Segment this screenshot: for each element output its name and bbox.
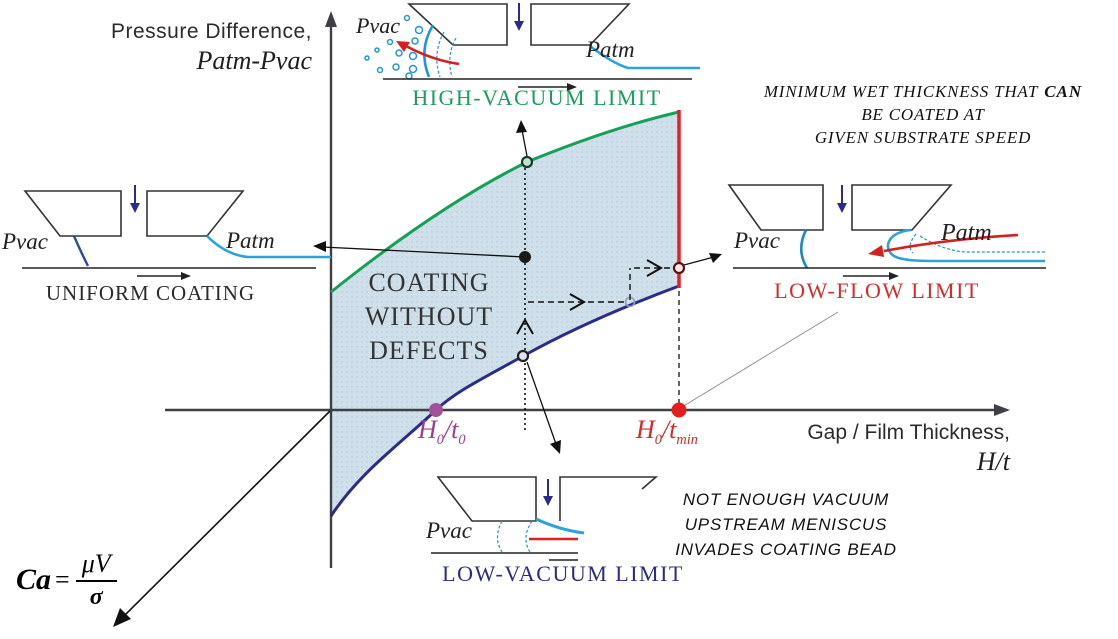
feed-arrow — [543, 496, 553, 506]
right-chevron-arrow-2 — [646, 259, 664, 277]
low-vacuum-limit-label: LOW-VACUUM LIMIT — [442, 561, 684, 586]
backflow-arrow — [883, 233, 1019, 253]
low-vacuum-point — [516, 349, 530, 363]
ca-axis — [113, 410, 331, 627]
die-left — [406, 3, 508, 46]
die-left — [23, 190, 122, 237]
operating-point-dot — [519, 251, 531, 263]
t0-dot — [429, 403, 443, 417]
streamline-dashed — [919, 235, 1045, 253]
patm-label-top: Patm — [586, 37, 635, 62]
feed-arrow — [130, 203, 140, 213]
y-axis-label: Pressure Difference, — [110, 20, 312, 43]
to-low-flow-line — [683, 256, 715, 266]
pvac-label-right: Pvac — [734, 228, 780, 253]
patm-label-left: Patm — [226, 228, 275, 253]
upstream-meniscus — [423, 24, 435, 78]
die-left — [727, 184, 824, 231]
low-flow-limit-label: LOW-FLOW LIMIT — [774, 278, 980, 303]
feed-arrow — [514, 21, 524, 31]
x-axis-label: Gap / Film Thickness, — [807, 421, 1010, 444]
high-vacuum-point — [520, 155, 534, 169]
axes — [165, 11, 1010, 568]
die-right — [530, 3, 631, 46]
upstream-meniscus — [72, 235, 90, 267]
pvac-label-left: Pvac — [2, 229, 48, 254]
right-chevron-arrow-1 — [569, 293, 587, 311]
coating-without-defects-label: COATING WITHOUT DEFECTS — [364, 268, 494, 365]
tmin-pointer-line — [681, 311, 839, 408]
not-enough-vacuum-note: NOT ENOUGH VACUUM UPSTREAM MENISCUS INVA… — [675, 490, 897, 559]
high-vacuum-curve — [330, 110, 680, 294]
capillary-number-formula: Ca = μV σ — [16, 551, 117, 609]
feed-arrow — [837, 203, 847, 213]
to-uniform-coating-line — [321, 246, 526, 258]
uniform-coating-caption: UNIFORM COATING — [45, 281, 256, 305]
low-flow-point — [672, 261, 686, 275]
schematic-low-vacuum — [431, 476, 659, 561]
upstream-meniscus — [799, 229, 809, 269]
die-right-open — [559, 476, 659, 521]
pvac-label-bottom: Pvac — [426, 518, 472, 543]
y-axis-sublabel: Patm-Pvac — [196, 46, 312, 75]
air-entrain-arrow — [405, 44, 460, 66]
to-uniform-coating-arrowhead — [313, 241, 326, 252]
invading-meniscus — [535, 517, 585, 535]
recirculating-film — [886, 228, 1045, 263]
schematic-low-flow — [727, 184, 1046, 280]
tmin-dot — [671, 402, 687, 418]
vacuum-bubbles — [364, 14, 424, 80]
to-high-vacuum-line — [521, 129, 528, 157]
x-axis-arrowhead — [994, 404, 1010, 416]
marker-points — [429, 155, 687, 418]
to-low-vacuum-line — [526, 361, 557, 445]
ca-axis-arrowhead — [113, 608, 131, 627]
x-axis-sublabel: H/t — [976, 447, 1010, 476]
to-low-vacuum-arrowhead — [550, 440, 561, 454]
pointer-arrows — [313, 120, 722, 454]
h0-t0-tick-label: H0/t0 — [418, 415, 466, 449]
substrate-speed-arrow — [181, 272, 191, 280]
coating-window-region — [331, 112, 679, 516]
substrate-speed-arrow — [567, 83, 577, 91]
to-low-flow-arrowhead — [709, 253, 722, 263]
film — [206, 235, 331, 259]
construction-lines — [516, 165, 839, 430]
schematic-high-vacuum — [364, 3, 700, 91]
y-axis-arrowhead — [325, 11, 337, 27]
low-vacuum-curve — [329, 284, 680, 517]
high-vacuum-limit-label: HIGH-VACUUM LIMIT — [412, 85, 662, 110]
patm-label-right: Patm — [941, 220, 992, 246]
film — [589, 44, 700, 70]
schematic-uniform-coating — [22, 185, 331, 280]
up-chevron-arrow — [516, 317, 534, 335]
die-left — [436, 476, 537, 522]
substrate-speed-arrow — [889, 272, 899, 280]
pvac-label-top: Pvac — [356, 13, 400, 38]
h0-tmin-tick-label: H0/tmin — [636, 415, 698, 449]
die-right — [851, 184, 953, 231]
to-high-vacuum-arrowhead — [516, 120, 527, 133]
